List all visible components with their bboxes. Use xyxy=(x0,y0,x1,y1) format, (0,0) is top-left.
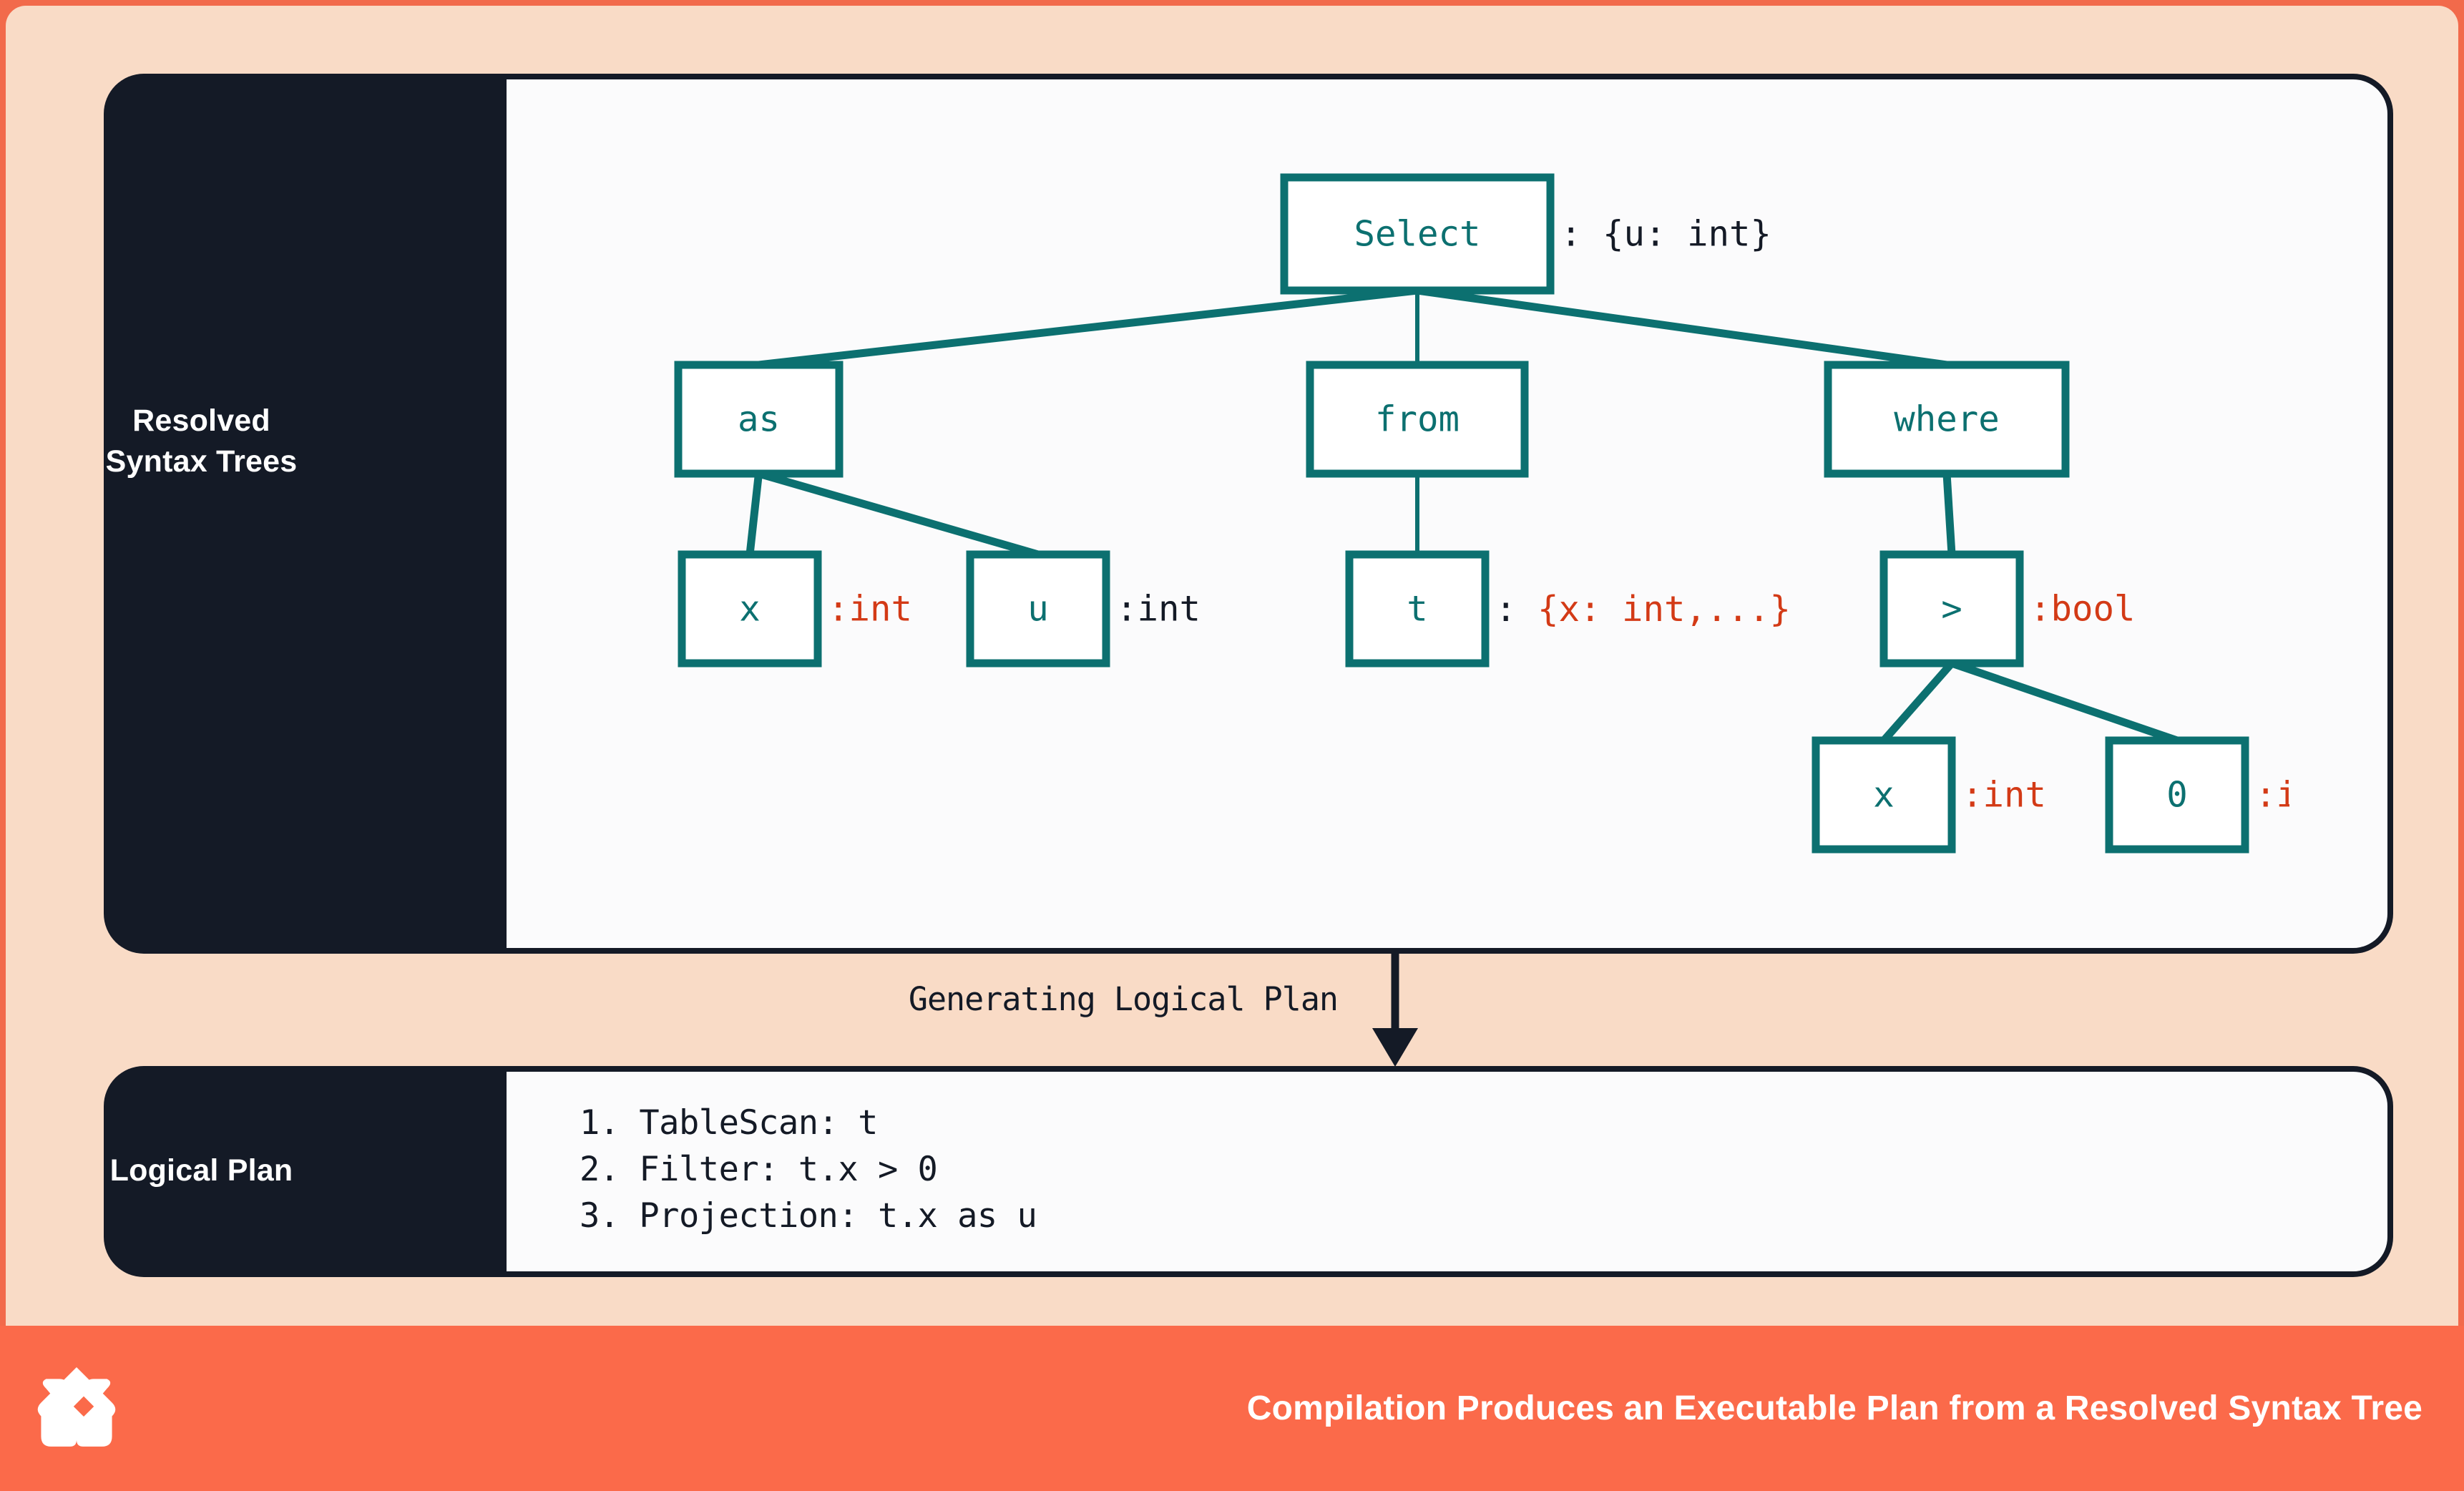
tree-node-u[interactable]: u :int xyxy=(966,550,1201,668)
tree-node-type-annotation: :int xyxy=(2255,775,2289,816)
logical-plan-step: 3. Projection: t.x as u xyxy=(580,1196,1037,1236)
tree-node-type-annotation: : {u: int} xyxy=(1560,214,1771,255)
tree-node-box xyxy=(678,550,822,668)
tree-node-box xyxy=(1812,736,1956,854)
footer-caption: Compilation Produces an Executable Plan … xyxy=(1246,1389,2423,1427)
panel-label-resolved-syntax-trees: Resolved Syntax Trees xyxy=(0,401,403,482)
down-arrow-icon xyxy=(1372,954,1418,1067)
tree-node-label: where xyxy=(1894,399,2000,440)
tree-node-type-annotation: :int xyxy=(1962,775,2046,816)
logical-plan-panel xyxy=(104,1066,2393,1277)
tree-edge xyxy=(1942,473,1956,555)
tree-edge xyxy=(1880,660,1955,743)
tree-edges xyxy=(745,286,2179,745)
tree-node-from[interactable]: from xyxy=(1306,361,1529,478)
tree-node-label: x xyxy=(1873,775,1895,816)
tree-node-x2[interactable]: x :int xyxy=(1812,736,2046,854)
tree-node-type-annotation: :int xyxy=(1116,589,1201,630)
tree-node-label: as xyxy=(738,399,780,440)
tree-node-box xyxy=(1345,550,1490,668)
tree-node-box xyxy=(674,361,844,478)
tree-node-box xyxy=(966,550,1110,668)
logical-plan-canvas xyxy=(507,1072,2387,1271)
tree-edge xyxy=(745,473,763,555)
butterfly-x-logo xyxy=(37,1367,116,1447)
tree-node-where[interactable]: where xyxy=(1824,361,2070,478)
tree-nodes: Select : {u: int} as from where x :int u :int t : … xyxy=(674,173,2289,854)
tree-edge xyxy=(757,469,1040,559)
tree-edge xyxy=(1417,286,1947,369)
tree-node-box xyxy=(1824,361,2070,478)
tree-node-box xyxy=(1306,361,1529,478)
tree-node-type-annotation: :bool xyxy=(2030,589,2136,630)
resolved-syntax-trees-panel xyxy=(104,74,2393,954)
footer-banner: Compilation Produces an Executable Plan … xyxy=(0,1326,2464,1491)
tree-node-select[interactable]: Select : {u: int} xyxy=(1280,173,1771,295)
tree-node-label: u xyxy=(1027,589,1049,630)
panel-label-logical-plan: Logical Plan xyxy=(0,1150,403,1191)
tree-node-as[interactable]: as xyxy=(674,361,844,478)
logical-plan-step: 1. TableScan: t xyxy=(580,1103,878,1143)
syntax-tree-diagram: Select : {u: int} as from where x :int u :int t : … xyxy=(674,173,2289,854)
panel-label-logical-plan-text: Logical Plan xyxy=(109,1153,293,1188)
tree-node-box xyxy=(1879,550,2024,668)
logical-plan-steps: 1. TableScan: t 2. Filter: t.x > 0 3. Proj… xyxy=(580,1100,1037,1240)
tree-node-label: Select xyxy=(1354,214,1480,255)
tree-node-t[interactable]: t : {x: int,...} xyxy=(1345,550,1791,668)
logical-plan-step: 2. Filter: t.x > 0 xyxy=(580,1149,938,1189)
tree-node-label: > xyxy=(1941,589,1962,630)
tree-node-type-annotation: :int xyxy=(828,589,912,630)
tree-node-type-annotation: : {x: int,...} xyxy=(1495,589,1791,630)
tree-node-x1[interactable]: x :int xyxy=(678,550,912,668)
tree-node-label: t xyxy=(1407,589,1428,630)
tree-node-label: x xyxy=(739,589,761,630)
tree-node-label: 0 xyxy=(2166,775,2188,816)
transition-caption: Generating Logical Plan xyxy=(908,980,1339,1018)
panel-label-line-1: Resolved xyxy=(132,404,270,438)
tree-node-box xyxy=(1280,173,1555,295)
tree-node-box xyxy=(2105,736,2249,854)
tree-edge xyxy=(1950,659,2179,745)
panel-label-line-2: Syntax Trees xyxy=(105,444,298,479)
tree-node-gt[interactable]: > :bool xyxy=(1879,550,2136,668)
tree-edge xyxy=(758,286,1418,369)
tree-node-label: from xyxy=(1375,399,1460,440)
tree-node-zero[interactable]: 0 :int xyxy=(2105,736,2289,854)
